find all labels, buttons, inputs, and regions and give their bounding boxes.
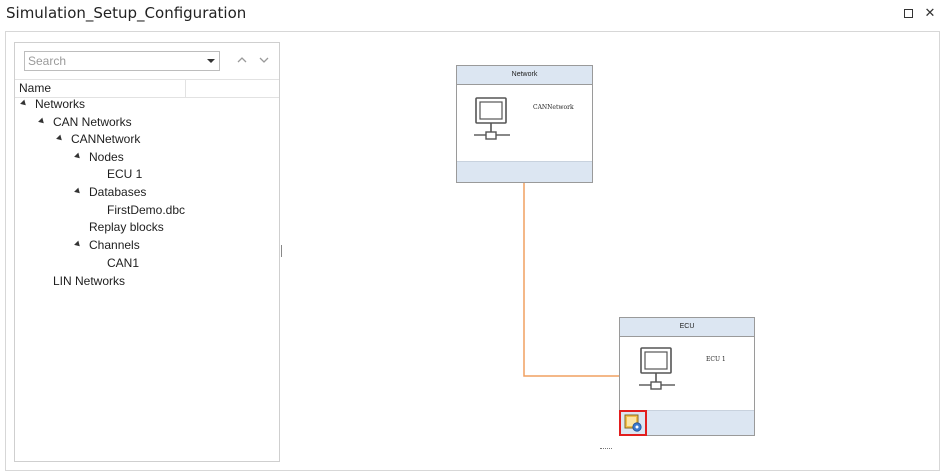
tree-node-databases[interactable]: Databases bbox=[74, 183, 146, 201]
column-name-label: Name bbox=[19, 81, 52, 95]
network-node-label: CANNetwork bbox=[533, 104, 574, 111]
tree-node-networks[interactable]: Networks bbox=[20, 95, 85, 113]
tree-node-can1[interactable]: CAN1 bbox=[107, 256, 140, 270]
tree-node-can-networks[interactable]: CAN Networks bbox=[38, 113, 132, 131]
chevron-up-icon[interactable] bbox=[237, 55, 247, 65]
chevron-down-icon[interactable] bbox=[207, 59, 215, 63]
content-frame bbox=[5, 31, 940, 471]
tree-node-replay-blocks[interactable]: Replay blocks bbox=[89, 220, 164, 234]
network-node-title: Network bbox=[457, 66, 592, 85]
close-icon[interactable]: ✕ bbox=[924, 5, 936, 20]
tree-node-lin-networks[interactable]: LIN Networks bbox=[53, 274, 126, 288]
panel-splitter[interactable] bbox=[281, 245, 282, 257]
search-input[interactable] bbox=[28, 53, 198, 69]
ecu-settings-icon bbox=[624, 414, 642, 432]
ecu-node-label: ECU 1 bbox=[706, 356, 726, 363]
network-node[interactable]: Network CANNetwork bbox=[456, 65, 593, 183]
tree-node-ecu1[interactable]: ECU 1 bbox=[107, 167, 143, 181]
tree-node-cannetwork[interactable]: CANNetwork bbox=[56, 130, 140, 148]
tree-column-header[interactable]: Name bbox=[15, 79, 279, 98]
tree-node-channels[interactable]: Channels bbox=[74, 236, 140, 254]
tree-node-nodes[interactable]: Nodes bbox=[74, 148, 124, 166]
ecu-settings-button[interactable] bbox=[619, 410, 647, 436]
computer-network-icon bbox=[473, 96, 511, 149]
network-node-footer bbox=[457, 161, 592, 182]
ecu-node-title: ECU bbox=[620, 318, 754, 337]
diagram-resize-grip[interactable] bbox=[600, 448, 612, 451]
window-title: Simulation_Setup_Configuration bbox=[6, 4, 247, 22]
tree-panel: Name Networks CAN Networks CANNetwork No… bbox=[14, 42, 280, 462]
computer-network-icon bbox=[638, 346, 676, 399]
column-separator[interactable] bbox=[185, 80, 186, 97]
tree-node-firstdemo-dbc[interactable]: FirstDemo.dbc bbox=[107, 203, 186, 217]
search-box[interactable] bbox=[24, 51, 220, 71]
chevron-down-icon[interactable] bbox=[259, 55, 269, 65]
